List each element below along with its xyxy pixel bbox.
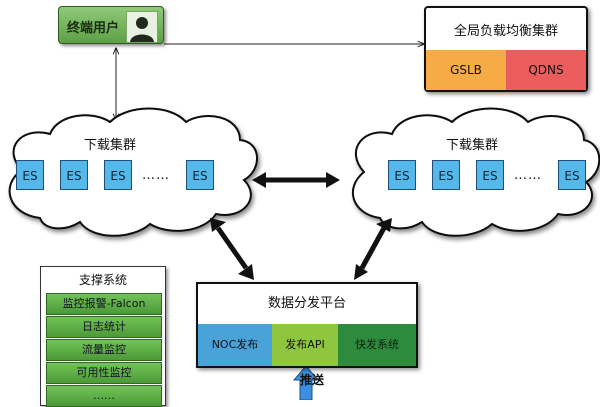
es-node: ES bbox=[104, 160, 132, 190]
user-silhouette-icon bbox=[126, 11, 158, 43]
es-node: ES bbox=[186, 160, 214, 190]
es-node: ES bbox=[60, 160, 88, 190]
es-node: ES bbox=[476, 160, 504, 190]
es-node: ES bbox=[16, 160, 44, 190]
platform-left-cluster-arrow bbox=[215, 226, 249, 270]
data-distribution-platform: 数据分发平台 NOC发布 发布API 快发系统 bbox=[196, 282, 418, 368]
platform-right-arrowhead-bottom bbox=[354, 264, 368, 280]
support-systems-panel: 支撑系统 监控报警-Falcon 日志统计 流量监控 可用性监控 …… bbox=[40, 266, 166, 407]
end-user-label: 终端用户 bbox=[67, 21, 120, 36]
gslb-cluster-box: 全局负载均衡集群 GSLB QDNS bbox=[424, 6, 588, 92]
platform-right-arrowhead-top bbox=[376, 218, 392, 232]
support-item-availability-monitor: 可用性监控 bbox=[46, 362, 162, 384]
push-label: 推送 bbox=[300, 373, 325, 387]
platform-noc-publish: NOC发布 bbox=[198, 324, 272, 366]
platform-fast-publish-system: 快发系统 bbox=[338, 324, 416, 366]
platform-title: 数据分发平台 bbox=[267, 296, 346, 311]
push-arrow bbox=[292, 365, 320, 400]
cluster-sync-arrowhead-left bbox=[252, 172, 266, 188]
support-item-falcon: 监控报警-Falcon bbox=[46, 293, 162, 315]
es-node: ES bbox=[432, 160, 460, 190]
download-cluster-cloud-left bbox=[8, 107, 258, 237]
es-node: ES bbox=[388, 160, 416, 190]
es-node: ES bbox=[558, 160, 586, 190]
support-item-more: …… bbox=[46, 385, 162, 407]
platform-right-cluster-arrow bbox=[359, 226, 387, 270]
cluster-ellipsis: …… bbox=[142, 168, 170, 183]
platform-publish-api: 发布API bbox=[272, 324, 338, 366]
support-item-log-stats: 日志统计 bbox=[46, 316, 162, 338]
cluster-ellipsis: …… bbox=[514, 168, 542, 183]
left-cluster-label: 下载集群 bbox=[84, 138, 137, 153]
support-systems-title: 支撑系统 bbox=[78, 273, 127, 287]
platform-left-arrowhead-bottom bbox=[238, 264, 254, 280]
end-user-box: 终端用户 bbox=[58, 6, 164, 44]
cluster-sync-arrowhead-right bbox=[326, 172, 340, 188]
support-item-traffic-monitor: 流量监控 bbox=[46, 339, 162, 361]
qdns-cell: QDNS bbox=[506, 50, 586, 90]
platform-left-arrowhead-top bbox=[210, 218, 226, 232]
gslb-cluster-title: 全局负载均衡集群 bbox=[453, 24, 558, 39]
gslb-cell: GSLB bbox=[426, 50, 506, 90]
right-cluster-label: 下载集群 bbox=[446, 138, 499, 153]
